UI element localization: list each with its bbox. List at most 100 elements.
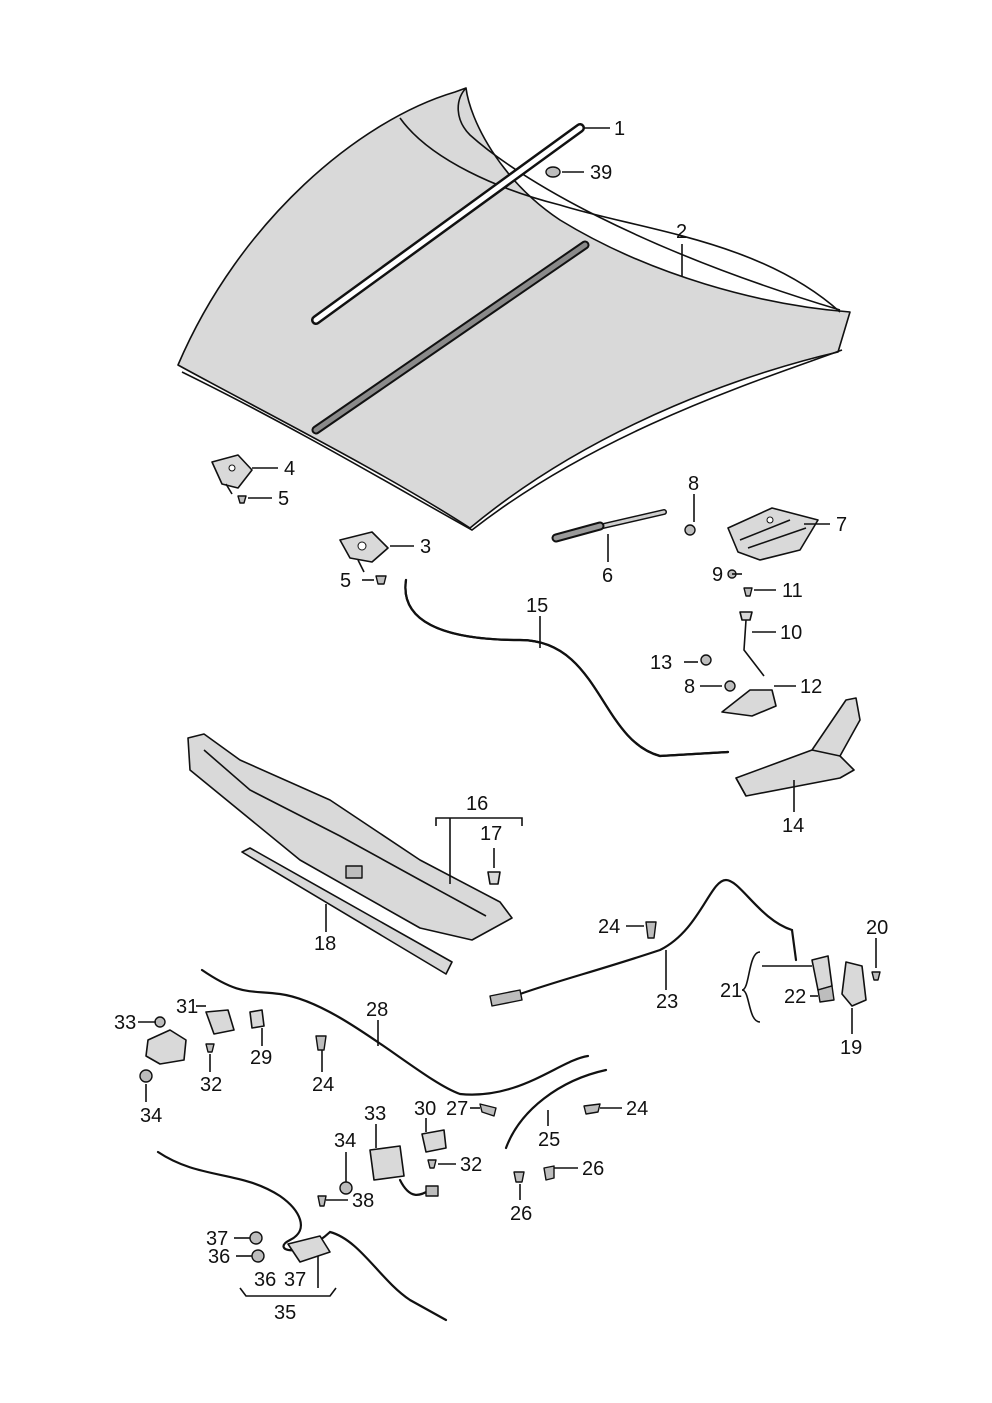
bumper-34b (339, 1181, 353, 1195)
callout-24a: 24 (598, 916, 620, 938)
connector-33b (425, 1185, 439, 1197)
callout-16: 16 (466, 793, 488, 815)
callout-9: 9 (712, 564, 723, 586)
callout-24b: 24 (312, 1074, 334, 1096)
bolt-38 (317, 1195, 327, 1207)
bolt-5a (237, 495, 247, 504)
connector-23 (489, 989, 523, 1007)
clip-26b (543, 1165, 555, 1181)
bracket-31 (205, 1009, 235, 1035)
callout-33b: 33 (364, 1103, 386, 1125)
callout-27: 27 (446, 1098, 468, 1120)
bolt-20 (871, 971, 881, 981)
callout-30: 30 (414, 1098, 436, 1120)
callout-3: 3 (420, 536, 431, 558)
callout-14: 14 (782, 815, 804, 837)
cable-28 (200, 968, 590, 1096)
callout-12: 12 (800, 676, 822, 698)
foam-bar-18 (241, 847, 453, 975)
actuator-19 (841, 961, 867, 1007)
cable-25 (504, 1068, 608, 1150)
bumper-34a (139, 1069, 153, 1083)
bolt-32a (205, 1043, 215, 1053)
nut-37a (249, 1231, 263, 1245)
seal-15 (404, 578, 730, 758)
clip-24b (315, 1035, 327, 1051)
gas-strut-6 (551, 509, 667, 543)
callout-5a: 5 (278, 488, 289, 510)
callout-36b: 36 (254, 1269, 276, 1291)
callout-19: 19 (840, 1037, 862, 1059)
callout-10: 10 (780, 622, 802, 644)
bracket-12 (721, 689, 777, 717)
hood-channel (311, 240, 590, 435)
callout-2: 2 (676, 221, 687, 243)
latch-33a (145, 1029, 187, 1065)
clip-24c (583, 1103, 601, 1115)
callout-18: 18 (314, 933, 336, 955)
callout-22: 22 (784, 986, 806, 1008)
callout-4: 4 (284, 458, 295, 480)
nut-8b (724, 680, 736, 692)
callout-29: 29 (250, 1047, 272, 1069)
callout-23: 23 (656, 991, 678, 1013)
bracket-30 (421, 1129, 447, 1153)
cable-23 (489, 878, 798, 1007)
callout-34b: 34 (334, 1130, 356, 1152)
callout-6: 6 (602, 565, 613, 587)
callout-21: 21 (720, 980, 742, 1002)
nut-36a (251, 1249, 265, 1263)
nut-8a (684, 524, 696, 536)
cross-member-16 (187, 733, 513, 941)
callout-labels: 1 39 2 4 5 3 5 8 7 6 9 11 15 10 13 8 12 … (114, 118, 888, 1324)
bolt-32b (427, 1159, 437, 1169)
bracket-10 (739, 611, 765, 677)
callout-36a: 36 (208, 1246, 230, 1268)
hood-panel (177, 87, 851, 531)
callout-38: 38 (352, 1190, 374, 1212)
clip-26a (513, 1171, 525, 1183)
leader-lines (138, 127, 877, 1297)
hinge-plate-4 (211, 454, 253, 495)
callout-24c: 24 (626, 1098, 648, 1120)
callout-13: 13 (650, 652, 672, 674)
hood-seal-strip (311, 123, 585, 325)
callout-11: 11 (782, 580, 803, 602)
clip-24a (645, 921, 657, 939)
latch-33b (369, 1145, 405, 1181)
callout-35: 35 (274, 1302, 296, 1324)
switch-21 (811, 955, 833, 991)
lock-assembly-35 (156, 1150, 448, 1322)
spring-22 (817, 985, 835, 1003)
callout-37a: 37 (206, 1228, 228, 1250)
callout-7: 7 (836, 514, 847, 536)
callout-15: 15 (526, 595, 548, 617)
clip-29 (249, 1009, 265, 1029)
callout-8b: 8 (684, 676, 695, 698)
callout-28: 28 (366, 999, 388, 1021)
callout-34a: 34 (140, 1105, 162, 1127)
clip-39 (545, 166, 561, 178)
plug-17 (487, 871, 501, 885)
callout-1: 1 (614, 118, 625, 140)
hood-hinge-7 (727, 507, 819, 561)
callout-26b: 26 (510, 1203, 532, 1225)
hinge-plate-3 (339, 531, 389, 573)
callout-32a: 32 (200, 1074, 222, 1096)
callout-25: 25 (538, 1129, 560, 1151)
callout-39: 39 (590, 162, 612, 184)
clip-27 (479, 1103, 497, 1117)
callout-5b: 5 (340, 570, 351, 592)
callout-20: 20 (866, 917, 888, 939)
pin-33a (154, 1016, 166, 1028)
callout-32b: 32 (460, 1154, 482, 1176)
release-lever-14 (735, 697, 861, 797)
callout-26a: 26 (582, 1158, 604, 1180)
nut-13 (700, 654, 712, 666)
callout-8a: 8 (688, 473, 699, 495)
callout-37b: 37 (284, 1269, 306, 1291)
bolt-11 (743, 587, 753, 597)
callout-33a: 33 (114, 1012, 136, 1034)
